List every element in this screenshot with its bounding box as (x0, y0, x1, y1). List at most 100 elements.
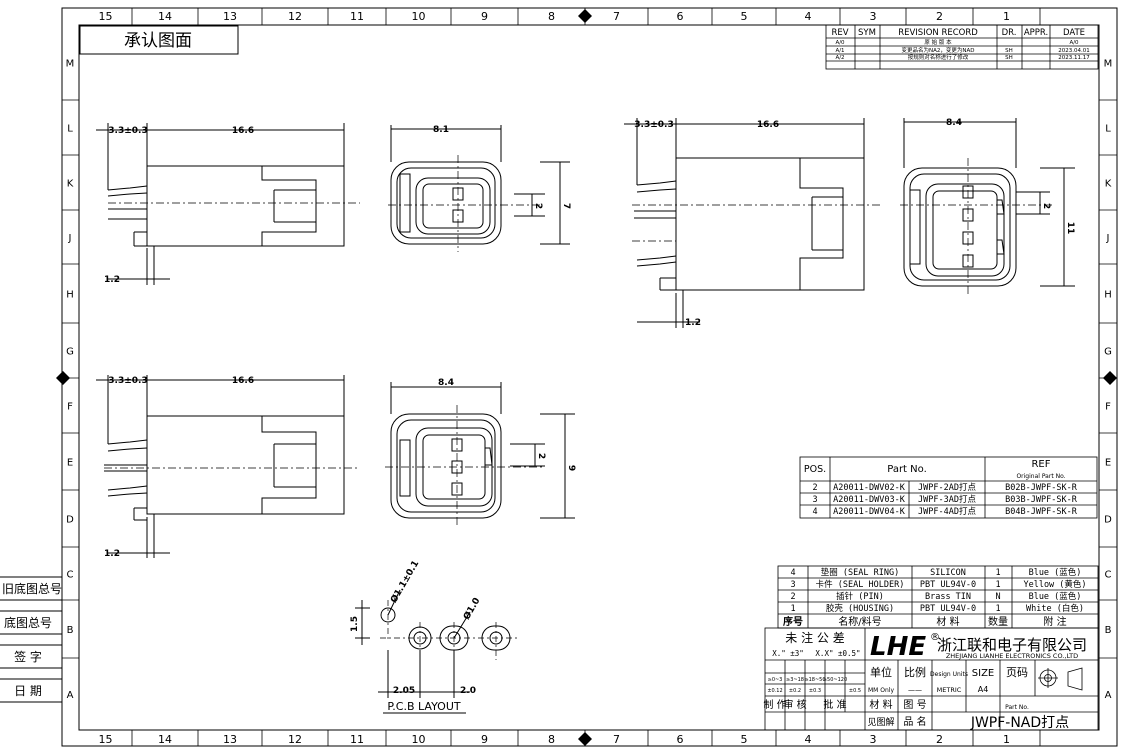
pname-label: 品 名 (903, 715, 926, 728)
tol-range-3: ≥18~50 (804, 677, 825, 683)
revision-cell: SH (1005, 48, 1013, 54)
part-cell: B04B-JWPF-SK-R (1005, 507, 1078, 517)
bom-cell: 插针 (PIN) (836, 591, 884, 602)
size-a4: A4 (978, 685, 989, 694)
revision-cell: A/1 (835, 48, 844, 54)
zone-row-label: G (1104, 347, 1112, 358)
zone-row-label: A (67, 690, 74, 701)
pcb-layout-label: P.C.B LAYOUT (387, 700, 461, 713)
tol-val-1: ±0.12 (767, 688, 782, 694)
zone-col-label: 8 (548, 10, 555, 23)
revision-cell: 2023.04.01 (1058, 48, 1090, 54)
metric: METRIC (937, 686, 962, 694)
dim-length-1: 16.6 (232, 126, 254, 136)
side-label-block (0, 576, 62, 703)
part-no-table (799, 456, 1098, 519)
view-2pin-front (390, 125, 570, 245)
zone-columns: 1515141413131212111110109988776655443322… (99, 8, 1041, 746)
part-head-ref: REF (1031, 459, 1050, 470)
company-name-en: ZHEJIANG LIANHE ELECTRONICS CO.,LTD (946, 652, 1078, 660)
rev-head-rev: REV (831, 28, 848, 38)
pname-value: JWPF-NAD打点 (970, 714, 1069, 731)
dim-height-4: 11 (1065, 222, 1075, 235)
dim-width-3: 8.4 (438, 378, 454, 388)
part-cell: A20011-DWV02-K (833, 483, 906, 493)
centerline-front-4 (900, 158, 1055, 296)
dim-pin-4: 1.2 (685, 318, 701, 328)
bom-cell: N (995, 592, 1000, 602)
zone-col-label: 4 (805, 733, 812, 746)
zone-col-label: 12 (288, 733, 302, 746)
bom-cell: 1 (995, 568, 1000, 578)
zone-col-label: 13 (223, 10, 237, 23)
zone-row-label: H (1104, 290, 1112, 301)
revision-cell: 变更品名为NA2，变更为NAD (902, 46, 975, 54)
check-label: 审 核 (783, 698, 806, 711)
bom-cell: Blue (蓝色) (1029, 567, 1082, 578)
zone-col-label: 12 (288, 10, 302, 23)
tol-range-2: ≥3~18 (786, 677, 804, 683)
view-2pin-side (96, 123, 345, 285)
part-cell: JWPF-4AD打点 (918, 506, 976, 517)
bom-cell: 卡件 (SEAL HOLDER) (816, 579, 905, 590)
zone-row-label: F (1105, 402, 1111, 413)
inner-frame (78, 24, 1100, 731)
zone-col-label: 8 (548, 733, 555, 746)
zone-col-label: 1 (1003, 10, 1010, 23)
dim-height-2: 7 (561, 203, 571, 209)
zone-col-label: 11 (350, 733, 364, 746)
rev-head-sym: SYM (858, 28, 876, 38)
tol-val-2: ±0.2 (789, 688, 801, 694)
bom-cell: SILICON (930, 568, 966, 578)
tol-range-1: ≥0~3 (768, 677, 783, 683)
view-4pin-front (903, 118, 1075, 287)
center-markers (56, 9, 1117, 746)
zone-row-label: D (1104, 515, 1112, 526)
scale-label: 比例 (904, 665, 926, 679)
revision-cell: A/0 (1069, 40, 1079, 46)
zone-row-label: B (1105, 625, 1112, 636)
part-head-pos: POS. (804, 464, 826, 475)
centerline-4pin (632, 204, 880, 242)
part-cell: 4 (812, 507, 817, 517)
zone-col-label: 11 (350, 10, 364, 23)
bom-table (777, 565, 1099, 629)
view-4pin-side (624, 118, 865, 328)
dim-height-3: 9 (566, 465, 576, 471)
revision-cell: 原 始 版 本 (924, 38, 952, 46)
revision-cell: SH (1005, 55, 1013, 61)
rev-head-appr: APPR. (1024, 28, 1048, 38)
zone-row-label: M (66, 59, 75, 70)
part-head-ref-sub: Original Part No. (1016, 473, 1065, 480)
dim-width-4: 8.4 (946, 118, 962, 128)
dim-width-2: 8.1 (433, 125, 449, 135)
zone-row-label: A (1105, 690, 1112, 701)
bom-cell: Blue (蓝色) (1029, 591, 1082, 602)
dim-pcb-hole-1: Ø1.1±0.1 (388, 559, 421, 605)
dim-pitch-2: 2 (533, 203, 543, 209)
tol-title: 未 注 公 差 (785, 630, 844, 645)
see-label: 见图解 (867, 716, 894, 728)
company-logo: LHE (870, 632, 926, 662)
view-3pin-side (96, 375, 345, 558)
part-cell: JWPF-2AD打点 (918, 482, 976, 493)
pcb-layout (355, 589, 511, 714)
zone-col-label: 9 (481, 10, 488, 23)
bom-cell: PBT UL94V-0 (920, 604, 976, 614)
revision-cell: A/2 (835, 55, 844, 61)
centerline-front-1 (388, 155, 540, 252)
zone-col-label: 1 (1003, 733, 1010, 746)
zone-col-label: 5 (741, 733, 748, 746)
zone-col-label: 14 (158, 10, 172, 23)
centerline-front-3 (385, 405, 545, 528)
dim-pin-1: 1.2 (104, 275, 120, 285)
dim-offset-1: 3.3±0.3 (108, 126, 147, 136)
zone-col-label: 3 (870, 733, 877, 746)
title-tag: 承认图面 (124, 31, 192, 51)
zone-row-label: K (67, 179, 74, 190)
zone-row-label: G (66, 347, 74, 358)
dim-pitch-4: 2 (1041, 203, 1051, 209)
part-cell: A20011-DWV04-K (833, 507, 906, 517)
